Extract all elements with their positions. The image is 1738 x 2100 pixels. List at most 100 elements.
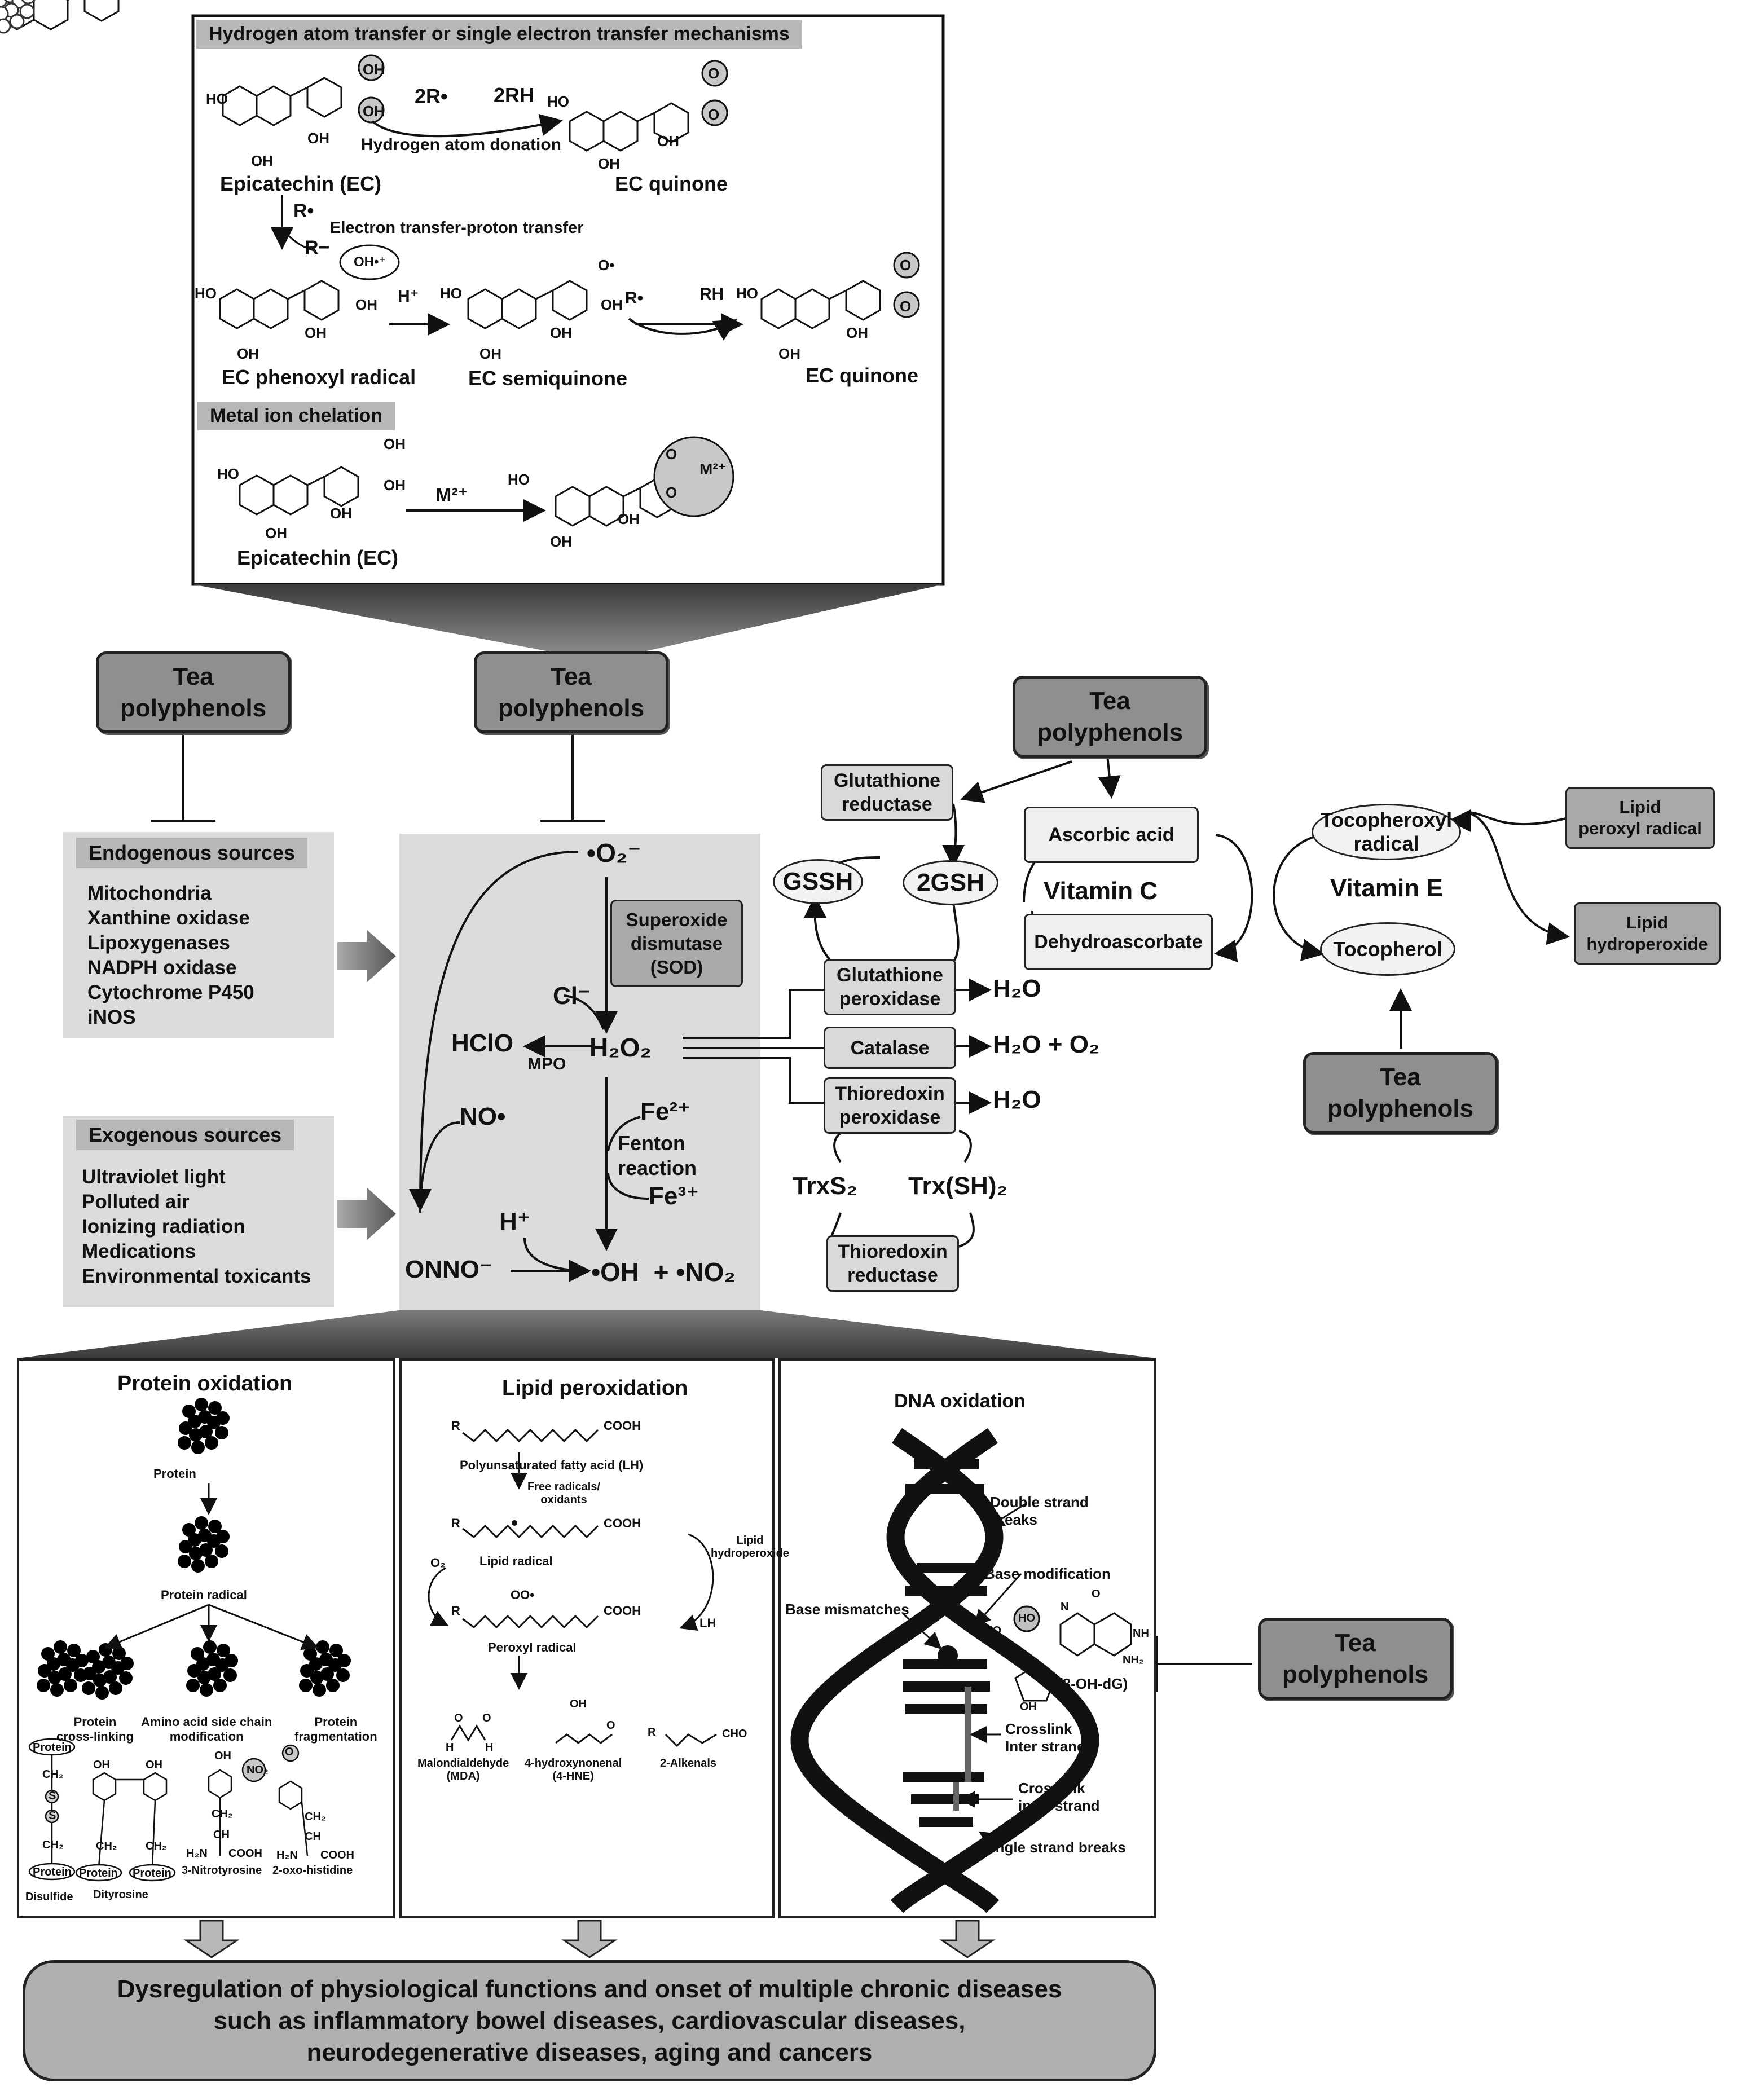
oh-label: OH	[550, 533, 572, 550]
oh-label: OH	[237, 345, 259, 362]
protein-radical-label: Protein radical	[161, 1588, 247, 1602]
o-label: O	[708, 106, 720, 123]
hplus-label: H⁺	[499, 1208, 530, 1235]
disulfide-label: Disulfide	[25, 1891, 73, 1903]
tea-polyphenols-box-2: Tea polyphenols	[474, 651, 668, 733]
oxohistidine-label: 2-oxo-histidine	[272, 1864, 353, 1877]
down-arrow-1	[183, 1920, 240, 1958]
mech-title: Hydrogen atom transfer or single electro…	[196, 20, 802, 49]
r-label: R	[451, 1516, 460, 1530]
ho-label: HO	[547, 93, 569, 110]
nh-label: NH	[1133, 1627, 1149, 1640]
two-r-label: 2R•	[415, 85, 448, 108]
oh-label: OH	[598, 155, 620, 172]
h2o2-label: H₂O₂	[589, 1033, 652, 1062]
base-mod-label: Base modification	[984, 1565, 1111, 1582]
oh-label: OH	[363, 103, 385, 120]
ch2-label: CH₂	[305, 1811, 326, 1823]
exogenous-arrow	[337, 1187, 396, 1240]
tea-polyphenols-box-4: Tea polyphenols	[1303, 1052, 1498, 1134]
lipid-radical-label: Lipid radical	[479, 1554, 553, 1568]
et-pt-label: Electron transfer-proton transfer	[330, 219, 584, 237]
cooh-label: COOH	[228, 1847, 262, 1860]
lipid-peroxyl-box: Lipid peroxyl radical	[1565, 787, 1715, 849]
onno-label: ONNO⁻	[405, 1256, 493, 1283]
cho-label: CHO	[722, 1728, 747, 1740]
protein-tag: Protein	[33, 1741, 72, 1754]
protein-blobs	[0, 0, 36, 34]
gssh-oval: GSSH	[773, 859, 863, 904]
endogenous-title: Endogenous sources	[76, 838, 308, 868]
h-plus-label: H⁺	[398, 287, 419, 306]
two-rh-label: 2RH	[494, 83, 535, 107]
tea-polyphenols-box-1: Tea polyphenols	[96, 651, 291, 733]
fe3-label: Fe³⁺	[649, 1182, 699, 1210]
oh-label: OH	[265, 525, 287, 541]
ho-label: HO	[206, 90, 228, 107]
cooh-label: COOH	[604, 1419, 641, 1433]
h2n-label: H₂N	[186, 1847, 208, 1860]
r-dot-label: R•	[293, 200, 314, 222]
sod-box: Superoxide dismutase (SOD)	[610, 900, 743, 987]
m2-label: M²⁺	[435, 485, 468, 506]
o-dot-label: O•	[598, 257, 615, 274]
fenton-label: Fenton reaction	[618, 1132, 697, 1179]
cooh-label: COOH	[604, 1516, 641, 1530]
oh-label: OH	[1020, 1701, 1037, 1713]
glutathione-reductase-box: Glutathione reductase	[821, 764, 953, 821]
oh-label: OH	[93, 1759, 110, 1771]
intra-label: Crosslink intra-strand	[1018, 1780, 1100, 1814]
tea-polyphenols-box-3: Tea polyphenols	[1013, 676, 1207, 758]
protein-oxidation-panel	[17, 1358, 395, 1918]
chelation-title: Metal ion chelation	[197, 402, 395, 430]
ch2-label: CH₂	[42, 1839, 64, 1851]
hclo-label: HClO	[451, 1029, 513, 1057]
oh-label: OH	[479, 345, 501, 362]
ho-label: HO	[984, 1624, 1001, 1637]
ho-label: HO	[195, 285, 217, 302]
o-label: O	[666, 446, 677, 463]
ch2-label: CH₂	[96, 1840, 117, 1852]
hydroperoxide-label: Lipid hydroperoxide	[711, 1534, 789, 1560]
oh-label: OH	[601, 296, 623, 313]
s-label: S	[49, 1810, 56, 1822]
nh2-label: NH₂	[1123, 1654, 1144, 1666]
r-dot-label-2: R•	[625, 289, 644, 307]
o-label: O	[454, 1712, 463, 1724]
tocopherol-oval: Tocopherol	[1320, 922, 1455, 976]
vitamin-c-label: Vitamin C	[1044, 877, 1158, 905]
hne-label: 4-hydroxynonenal (4-HNE)	[525, 1757, 622, 1782]
endogenous-list: Mitochondria Xanthine oxidase Lipoxygena…	[87, 882, 254, 1028]
exogenous-title: Exogenous sources	[76, 1120, 294, 1150]
dna-oxidation-panel	[778, 1358, 1156, 1918]
lipid-peroxidation-title: Lipid peroxidation	[502, 1376, 688, 1400]
h-donation-label: Hydrogen atom donation	[361, 135, 561, 154]
protein-label: Protein	[153, 1467, 196, 1481]
down-arrow-2	[561, 1920, 618, 1958]
no-label: NO•	[460, 1103, 506, 1130]
mpo-label: MPO	[527, 1055, 566, 1073]
fe2-label: Fe²⁺	[640, 1098, 691, 1125]
inter-label: Crosslink Inter strand	[1005, 1720, 1086, 1755]
ssb-label: Single strand breaks	[982, 1839, 1126, 1856]
crosslinking-label: Protein cross-linking	[56, 1715, 134, 1744]
ec-semiquinone-label: EC semiquinone	[468, 367, 628, 390]
rh-label: RH	[699, 285, 724, 303]
oh-label: OH	[330, 505, 352, 522]
ho-label: HO	[736, 285, 758, 302]
ch2-label: CH₂	[212, 1808, 233, 1820]
superoxide-label: •O₂⁻	[587, 838, 641, 868]
oh-label: OH	[355, 296, 377, 313]
epicatechin-label: Epicatechin (EC)	[220, 172, 382, 195]
dityrosine-label: Dityrosine	[93, 1888, 148, 1901]
mechanism-funnel	[193, 584, 943, 654]
free-radicals-label: Free radicals/ oxidants	[527, 1481, 600, 1506]
trxsh2-label: Trx(SH)₂	[908, 1172, 1008, 1200]
2gsh-oval: 2GSH	[903, 860, 998, 905]
o-label: O	[900, 298, 912, 315]
oh-label: OH	[657, 133, 679, 149]
cooh-label: COOH	[320, 1849, 354, 1861]
vitamin-e-label: Vitamin E	[1330, 874, 1443, 902]
ch2-label: CH₂	[146, 1840, 167, 1852]
